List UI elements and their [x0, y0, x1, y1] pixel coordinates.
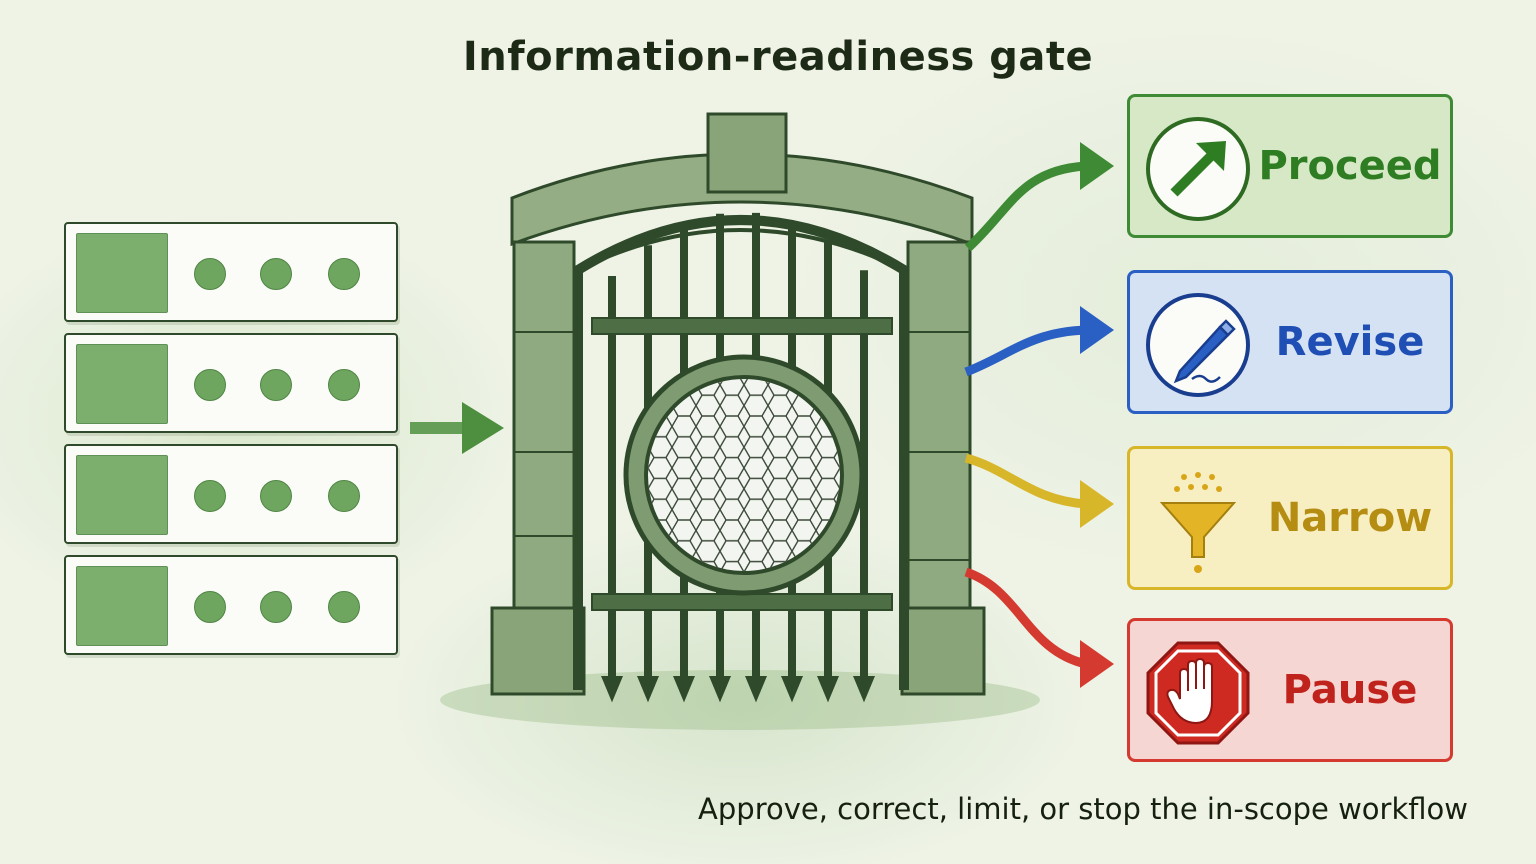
- funnel-icon: [1144, 467, 1252, 575]
- gate-spike: [817, 676, 839, 703]
- record-dot-icon: [328, 369, 360, 401]
- gate-spike: [745, 676, 767, 703]
- record-dot-icon: [328, 591, 360, 623]
- record-block-icon: [76, 233, 168, 313]
- record-dot-icon: [260, 369, 292, 401]
- pencil-icon: [1144, 291, 1252, 399]
- outcome-narrow: Narrow: [1127, 446, 1453, 590]
- record-dot-icon: [328, 258, 360, 290]
- page-title: Information-readiness gate: [462, 34, 1094, 80]
- arrow-to-narrow: [964, 453, 1114, 528]
- record-dot-icon: [328, 480, 360, 512]
- arrow-to-revise: [964, 306, 1114, 377]
- record-block-icon: [76, 344, 168, 424]
- record-row: [64, 333, 398, 433]
- record-block-icon: [76, 455, 168, 535]
- stop-hand-icon: [1144, 639, 1252, 747]
- gate-spike: [853, 676, 875, 703]
- arrow-up-right-icon: [1144, 115, 1252, 223]
- mesh-filter-icon: [623, 354, 865, 596]
- gate-spike: [673, 676, 695, 703]
- record-dot-icon: [194, 480, 226, 512]
- gate-spike: [601, 676, 623, 703]
- outcome-label: Proceed: [1258, 143, 1442, 189]
- arrow-to-pause: [964, 567, 1114, 688]
- record-block-icon: [76, 566, 168, 646]
- record-dot-icon: [194, 258, 226, 290]
- outcome-revise: Revise: [1127, 270, 1453, 414]
- record-dot-icon: [194, 369, 226, 401]
- outcome-label: Pause: [1282, 667, 1418, 713]
- outcome-label: Revise: [1275, 319, 1425, 365]
- outcome-label: Narrow: [1267, 495, 1433, 541]
- gate-spike: [781, 676, 803, 703]
- arrow-to-proceed: [964, 142, 1114, 252]
- record-dot-icon: [194, 591, 226, 623]
- record-dot-icon: [260, 480, 292, 512]
- outcome-proceed: Proceed: [1127, 94, 1453, 238]
- caption: Approve, correct, limit, or stop the in-…: [698, 792, 1468, 826]
- record-dot-icon: [260, 258, 292, 290]
- record-row: [64, 444, 398, 544]
- gate-spike: [709, 676, 731, 703]
- ground-shadow: [440, 670, 1040, 730]
- input-arrow-icon: [410, 402, 504, 454]
- record-row: [64, 222, 398, 322]
- gate-spike: [637, 676, 659, 703]
- stone-arch: [490, 112, 986, 696]
- outcome-pause: Pause: [1127, 618, 1453, 762]
- record-dot-icon: [260, 591, 292, 623]
- record-row: [64, 555, 398, 655]
